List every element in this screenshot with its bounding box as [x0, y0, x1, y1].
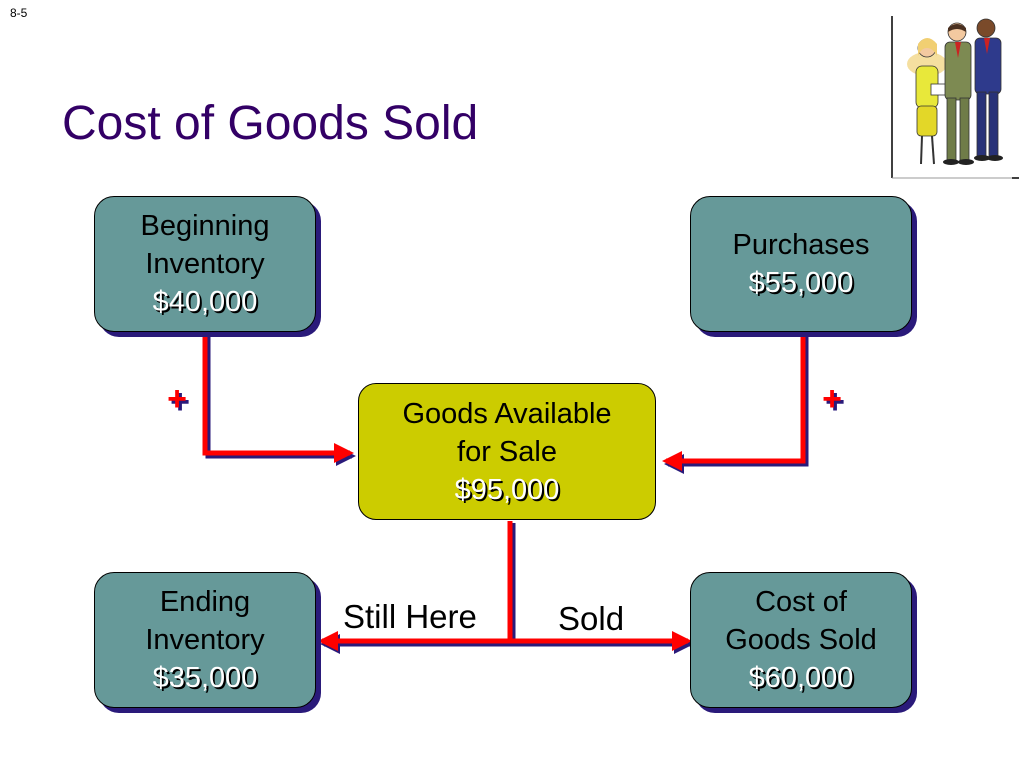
- plus-sign-right-front: +: [822, 380, 842, 418]
- connector-purchases-to-gafs: [662, 333, 809, 474]
- connector-beginning-to-gafs: [202, 333, 356, 466]
- sold-label: Sold: [558, 600, 625, 637]
- ending-inventory-amount: $35,000: [152, 662, 258, 694]
- ending-inventory-line2: Inventory: [145, 624, 265, 656]
- business-people-clipart: [891, 16, 1019, 179]
- purchases-label: Purchases: [732, 229, 870, 261]
- cogs-line2: Goods Sold: [725, 624, 877, 656]
- purchases-amount: $55,000: [748, 267, 854, 299]
- goods-available-box: Goods Available for Sale $95,000: [358, 383, 656, 520]
- cogs-line1: Cost of: [755, 586, 847, 618]
- still-here-label: Still Here: [343, 598, 477, 635]
- goods-available-line1: Goods Available: [402, 397, 612, 430]
- cogs-amount: $60,000: [748, 662, 854, 694]
- beginning-inventory-box: Beginning Inventory $40,000: [94, 196, 316, 332]
- ending-inventory-box: Ending Inventory $35,000: [94, 572, 316, 708]
- beginning-inventory-amount: $40,000: [152, 286, 258, 318]
- plus-sign-left-front: +: [167, 380, 187, 418]
- ending-inventory-line1: Ending: [159, 586, 251, 618]
- cost-of-goods-sold-box: Cost of Goods Sold $60,000: [690, 572, 912, 708]
- plus-sign-right: +: [825, 383, 845, 421]
- plus-sign-left: +: [170, 383, 190, 421]
- slide-title: Cost of Goods Sold: [62, 97, 479, 150]
- beginning-inventory-line2: Inventory: [145, 248, 265, 280]
- goods-available-amount: $95,000: [454, 473, 560, 506]
- beginning-inventory-line1: Beginning: [140, 210, 270, 242]
- goods-available-line2: for Sale: [457, 435, 557, 468]
- purchases-box: Purchases $55,000: [690, 196, 912, 332]
- slide-number: 8-5: [10, 6, 28, 20]
